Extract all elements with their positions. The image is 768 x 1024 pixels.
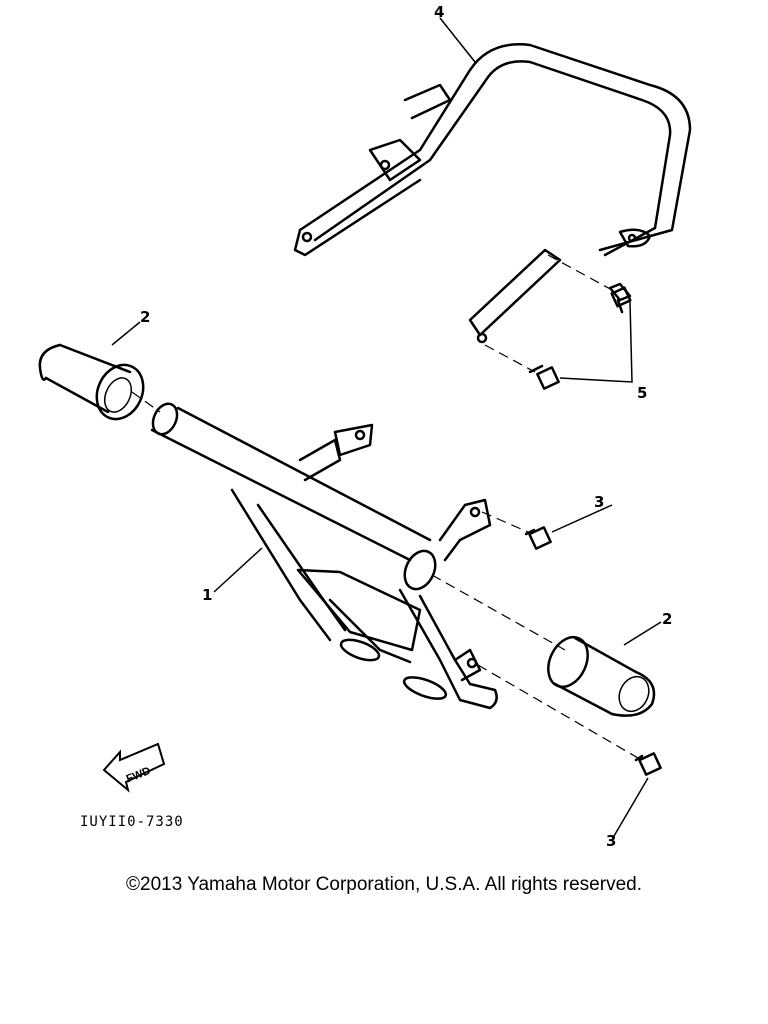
grab-bar-part-4 [293, 43, 692, 344]
leader-lines [111, 17, 662, 837]
bolt-upper-part-3 [524, 526, 552, 550]
bolt-lower-part-5 [528, 364, 560, 390]
alignment-lines [131, 254, 639, 759]
copyright-notice: ©2013 Yamaha Motor Corporation, U.S.A. A… [126, 874, 642, 895]
bolt-lower-part-3 [634, 752, 662, 776]
fwd-label: FWD [125, 765, 153, 786]
callout-part-3-upper: 3 [594, 493, 604, 511]
end-cap-left-part-2 [38, 343, 145, 421]
end-cap-right-part-2 [547, 635, 656, 717]
bolt-upper-part-5 [608, 282, 632, 314]
callout-part-1: 1 [202, 586, 212, 604]
parts-diagram: 4 2 5 3 1 2 3 FWD IUYII0-7330 [38, 3, 692, 850]
callout-part-3-lower: 3 [606, 832, 616, 850]
forward-arrow-icon: FWD [102, 742, 166, 793]
guard-part-1 [150, 402, 498, 710]
callout-part-2-right: 2 [662, 610, 672, 628]
callout-part-2-left: 2 [140, 308, 150, 326]
callout-part-5: 5 [637, 384, 647, 402]
diagram-code: IUYII0-7330 [80, 814, 184, 830]
callout-part-4: 4 [434, 3, 444, 21]
